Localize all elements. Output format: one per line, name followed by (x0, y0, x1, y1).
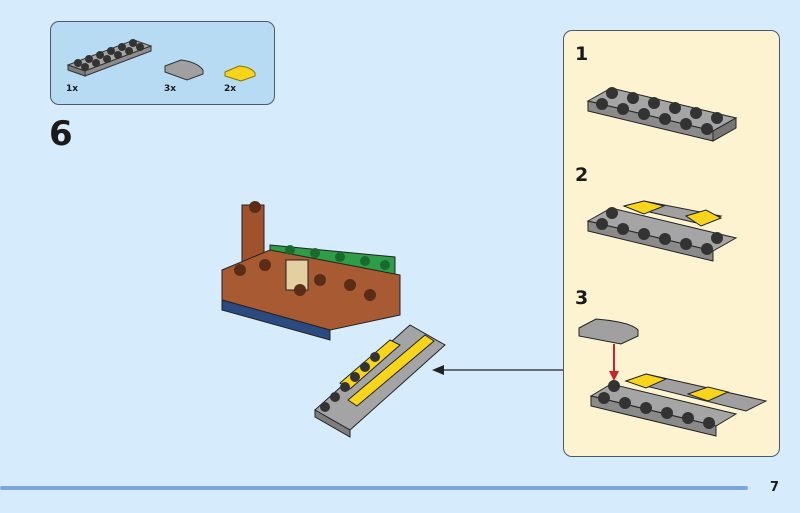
substep-panel: 1 2 3 (563, 30, 780, 457)
callout-arrow (432, 365, 564, 375)
yellow-curved-slope-part-image (224, 65, 256, 82)
part-quantity: 3x (164, 84, 177, 94)
substep-3-illustration (578, 318, 768, 437)
page-footer-bar (0, 486, 748, 490)
page-number: 7 (770, 480, 780, 495)
main-model-illustration (221, 201, 446, 438)
substep-1-illustration (586, 87, 738, 142)
plate-2x6-part-image (66, 39, 153, 77)
substep-number: 3 (575, 287, 589, 309)
gray-curved-slope-part-image (164, 59, 204, 81)
part-quantity: 1x (66, 84, 79, 94)
substep-number: 2 (575, 164, 589, 186)
part-quantity: 2x (224, 84, 237, 94)
step-number: 6 (49, 114, 73, 154)
substep-2-illustration (586, 200, 738, 262)
parts-list-box: 1x 3x 2x (50, 21, 275, 105)
substep-number: 1 (575, 43, 589, 65)
